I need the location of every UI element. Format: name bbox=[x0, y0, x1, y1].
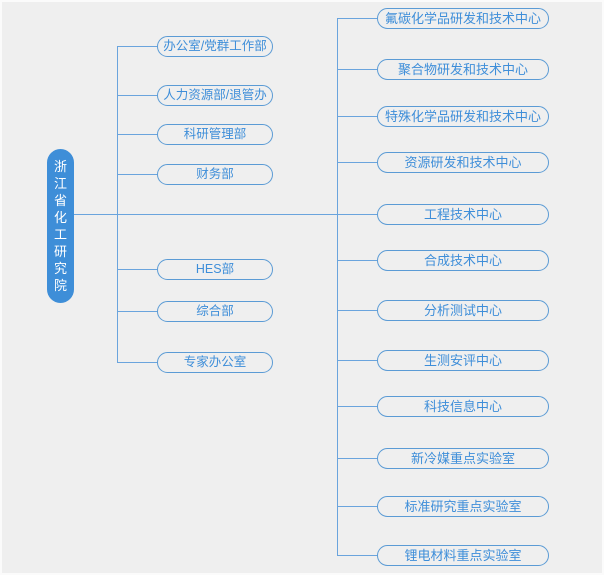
org-node-center-specialty: 特殊化学品研发和技术中心 bbox=[377, 106, 549, 127]
connector-stub bbox=[337, 406, 377, 407]
connector-stub bbox=[337, 360, 377, 361]
connector-admin-trunk bbox=[117, 46, 118, 363]
org-node-center-synthesis: 合成技术中心 bbox=[377, 250, 549, 271]
connector-stub bbox=[337, 116, 377, 117]
connector-stub bbox=[337, 162, 377, 163]
connector-root-main bbox=[74, 214, 377, 215]
org-node-lab-refrigerant: 新冷媒重点实验室 bbox=[377, 448, 549, 469]
connector-stub bbox=[117, 269, 157, 270]
org-node-admin-hr: 人力资源部/退管办 bbox=[157, 85, 273, 106]
org-node-admin-finance: 财务部 bbox=[157, 164, 273, 185]
connector-stub bbox=[337, 18, 377, 19]
connector-stub bbox=[337, 506, 377, 507]
connector-stub bbox=[337, 260, 377, 261]
org-node-center-analysis: 分析测试中心 bbox=[377, 300, 549, 321]
org-node-lab-standards: 标准研究重点实验室 bbox=[377, 496, 549, 517]
connector-stub bbox=[337, 555, 377, 556]
org-node-center-bioassay: 生测安评中心 bbox=[377, 350, 549, 371]
org-node-center-polymer: 聚合物研发和技术中心 bbox=[377, 59, 549, 80]
root-node: 浙江省化工研究院 bbox=[47, 149, 74, 303]
org-node-admin-hes: HES部 bbox=[157, 259, 273, 280]
connector-stub bbox=[117, 362, 157, 363]
org-node-admin-general: 综合部 bbox=[157, 301, 273, 322]
org-node-admin-experts: 专家办公室 bbox=[157, 352, 273, 373]
org-node-admin-research-mgmt: 科研管理部 bbox=[157, 124, 273, 145]
connector-stub bbox=[117, 46, 157, 47]
connector-stub bbox=[117, 95, 157, 96]
connector-stub bbox=[337, 214, 377, 215]
org-node-center-sci-info: 科技信息中心 bbox=[377, 396, 549, 417]
connector-stub bbox=[337, 310, 377, 311]
org-node-center-fluorocarbon: 氟碳化学品研发和技术中心 bbox=[377, 8, 549, 29]
root-node-label: 浙江省化工研究院 bbox=[53, 159, 67, 293]
connector-stub bbox=[337, 69, 377, 70]
org-node-admin-office: 办公室/党群工作部 bbox=[157, 36, 273, 57]
org-node-center-resources: 资源研发和技术中心 bbox=[377, 152, 549, 173]
connector-stub bbox=[117, 134, 157, 135]
connector-stub bbox=[117, 311, 157, 312]
org-node-center-engineering: 工程技术中心 bbox=[377, 204, 549, 225]
org-node-lab-lithium: 锂电材料重点实验室 bbox=[377, 545, 549, 566]
connector-stub bbox=[117, 174, 157, 175]
connector-stub bbox=[337, 458, 377, 459]
connector-centers-trunk bbox=[337, 18, 338, 556]
